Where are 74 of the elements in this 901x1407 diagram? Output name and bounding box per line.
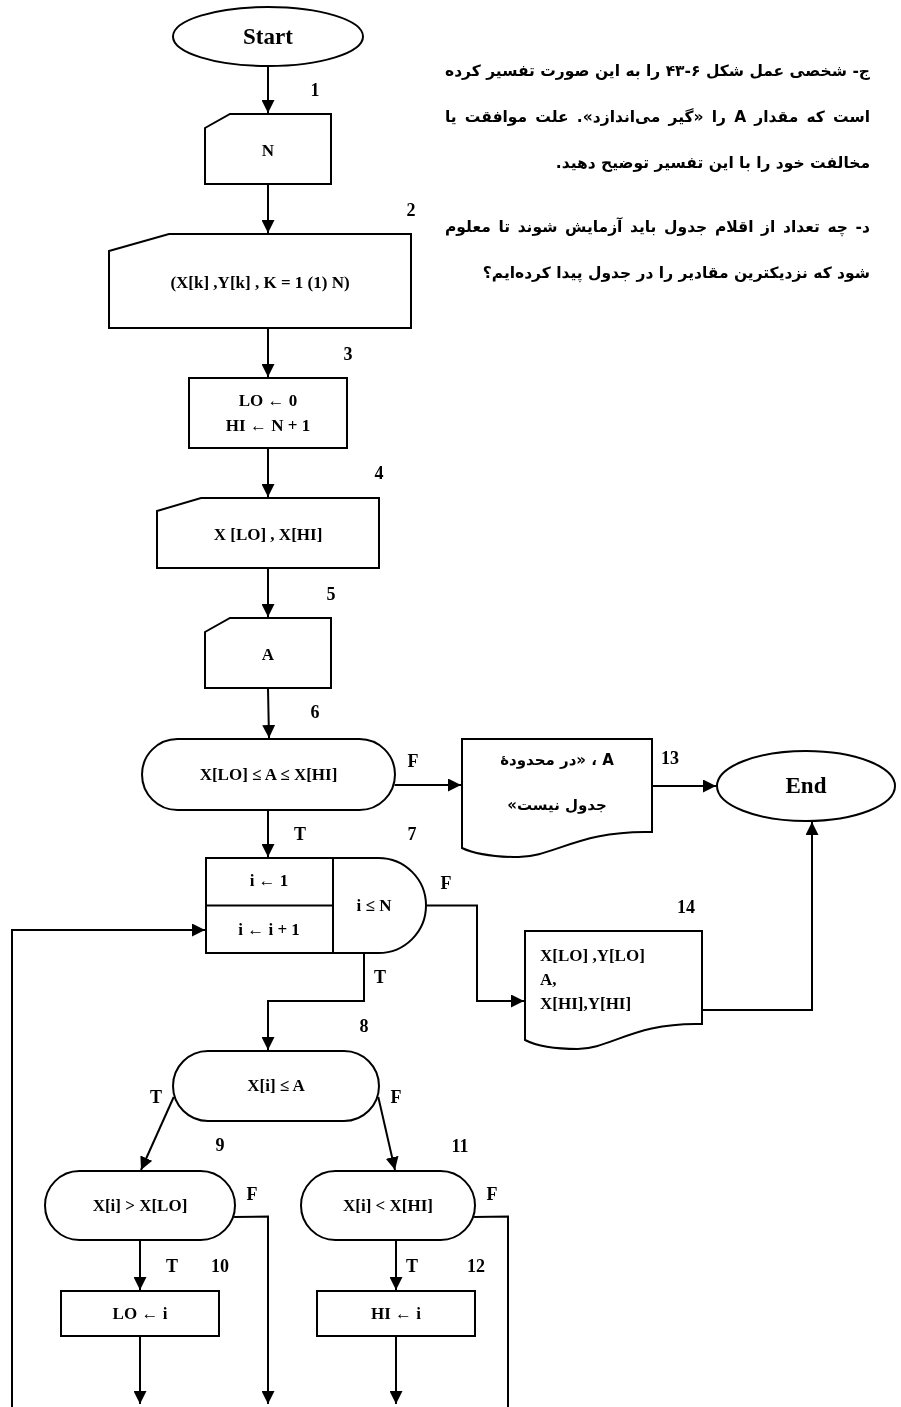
node-text: End [785,775,827,797]
node-text: HI ← i [370,1302,422,1325]
arrow [11,923,206,1407]
node-text: X [LO] , X[HI] [213,524,323,546]
arrow [393,778,462,792]
step-number: 8 [359,1015,369,1037]
arrow [261,810,275,858]
arrow [702,820,819,1011]
step-number: 2 [406,199,416,221]
arrow [261,953,365,1051]
node-text: A [261,644,275,666]
step-number: 3 [343,343,353,365]
arrow [261,66,275,114]
node-text: LO ← i [112,1302,168,1325]
input-card [204,617,332,689]
arrow [233,1215,275,1405]
step-number: 5 [326,583,336,605]
step-number: 7 [407,823,417,845]
connector-line [473,1215,509,1407]
decision-box [300,1170,476,1241]
decision-box [172,1050,380,1122]
input-card [108,233,412,329]
node-text: X[i] > X[LO] [92,1194,188,1217]
input-card [204,113,332,185]
arrow [389,1240,403,1291]
step-number: 6 [310,701,320,723]
arrow [261,448,275,498]
arrow [261,184,275,234]
arrow [261,328,275,378]
step-number: 10 [211,1255,229,1277]
process-box [188,377,348,449]
arrow [261,568,275,618]
node-text: i ← i + 1 [238,919,300,940]
process-box [316,1290,476,1337]
node-text: X[i] < X[HI] [343,1194,433,1217]
decision-box [44,1170,236,1241]
arrow [377,1096,399,1171]
loop-box [205,857,427,954]
node-text: X[HI],Y[HI] [540,993,632,1015]
arrow [262,688,276,739]
decision-box [141,738,396,811]
node-text: HI ← N + 1 [225,415,311,437]
step-number: 11 [451,1135,469,1157]
step-number: 4 [374,462,384,484]
output-document [461,738,653,858]
arrow [133,1240,147,1291]
node-text: i ≤ N [356,895,392,916]
node-text: N [261,140,275,162]
step-number: 1 [310,79,320,101]
arrow [652,779,717,793]
terminal-ellipse [716,750,896,822]
node-text: X[LO] ,Y[LO] [540,945,645,967]
output-document [524,930,703,1050]
node-text: A, [540,969,557,991]
arrow [389,1336,403,1405]
step-number: 14 [677,896,695,918]
arrow [426,904,525,1008]
question-paragraph: د- چه تعداد از اقلام جدول باید آزمایش شوند تا معلوم شود که نزدیکترین مقادیر را در جدول پیدا کرده‌ایم؟ [445,216,870,285]
node-text: X[i] ≤ A [247,1075,305,1097]
terminal-ellipse [172,6,364,67]
node-text: Start [243,25,293,48]
input-card [156,497,380,569]
node-text: X[LO] ≤ A ≤ X[HI] [199,763,338,786]
node-text: i ← 1 [249,871,289,892]
node-text: (X[k] ,Y[k] , K = 1 (1) N) [170,272,350,294]
step-number: 12 [467,1255,485,1277]
step-number: 9 [215,1134,225,1156]
question-paragraph: ج- شخصی عمل شکل ۶-۴۳ را به این صورت تفسیر کرده است که مقدار A را «گیر می‌اندازد». علت موافقت یا مخالفت خود را با این تفسیر توضیح دهید. [445,61,870,174]
process-box [60,1290,220,1337]
step-number: 13 [661,747,679,769]
arrow [140,1096,175,1171]
node-text: LO ← 0 [238,390,298,412]
arrow [133,1336,147,1405]
node-text: A ، «در محدودهٔ جدول نیست» [499,750,615,816]
